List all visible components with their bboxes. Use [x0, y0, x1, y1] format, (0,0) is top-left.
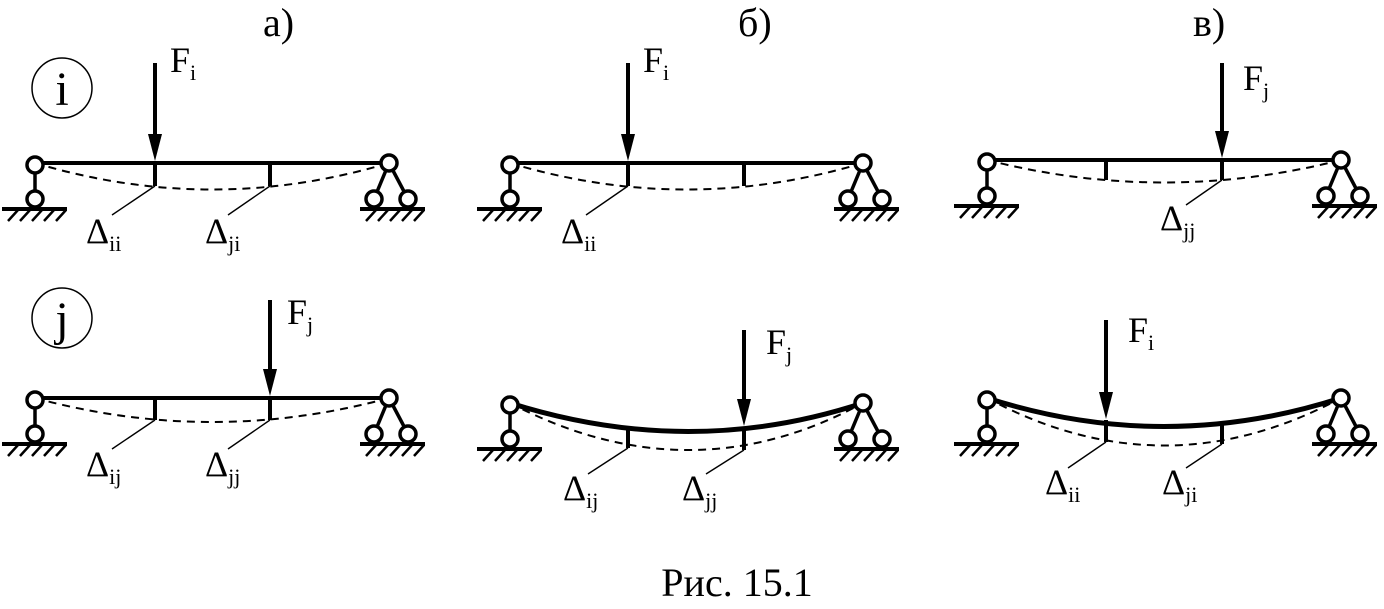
pin-support-left: [477, 395, 542, 462]
state-marker-i: i: [31, 57, 93, 119]
force-arrow: [1215, 63, 1229, 158]
column-label-b: б): [738, 0, 772, 45]
fixed-pin-support-right: [360, 153, 425, 222]
force-label: Fi: [1128, 310, 1154, 355]
deflection-label-1: Δjj: [1160, 198, 1195, 243]
deflection-label-1: Δij: [86, 444, 121, 489]
panel-b-j: Fj Δij Δjj: [477, 322, 899, 513]
column-label-a: а): [263, 0, 294, 45]
column-label-v: в): [1193, 0, 1225, 45]
force-arrow: [737, 330, 751, 426]
force-arrow: [621, 63, 635, 161]
state-marker-i-label: i: [55, 63, 68, 116]
force-label: Fj: [1243, 58, 1269, 103]
fixed-pin-support-right: [1312, 388, 1377, 457]
deflection-label-1: Δii: [561, 211, 596, 256]
state-marker-j-label: j: [53, 293, 68, 346]
pin-support-left: [954, 152, 1019, 219]
fixed-pin-support-right: [360, 388, 425, 457]
pin-support-left: [477, 155, 542, 222]
pin-support-left: [954, 390, 1019, 457]
deflection-label-1: Δij: [563, 468, 598, 513]
pin-support-left: [2, 155, 67, 222]
force-label: Fi: [170, 40, 196, 85]
fixed-pin-support-right: [834, 153, 899, 222]
deflection-curve: [34, 397, 390, 423]
deflection-label-2: Δji: [205, 211, 240, 256]
force-label: Fj: [287, 292, 313, 337]
panel-a-j: Fj Δij Δjj: [2, 292, 425, 489]
deflection-curve: [34, 162, 390, 191]
deflection-label-2: Δjj: [205, 444, 240, 489]
panel-b-i: Fi Δii: [477, 40, 899, 256]
deflection-curve: [509, 402, 864, 451]
deflection-label-2: Δji: [1162, 462, 1197, 507]
deflected-beam: [986, 395, 1342, 429]
panel-a-i: Fi Δii Δji: [2, 40, 425, 256]
figure-caption: Рис. 15.1: [661, 560, 812, 605]
force-label: Fj: [766, 322, 792, 367]
deflection-label-1: Δii: [86, 211, 121, 256]
panel-v-j: Fi Δii Δji: [954, 310, 1377, 507]
panel-v-i: Fj Δjj: [954, 58, 1377, 243]
deflection-curve: [986, 159, 1342, 184]
force-label: Fi: [643, 40, 669, 85]
force-arrow: [148, 63, 162, 161]
fixed-pin-support-right: [834, 393, 899, 462]
force-arrow: [1099, 320, 1113, 419]
force-arrow: [263, 300, 277, 396]
deflection-label-1: Δii: [1045, 462, 1080, 507]
deflection-curve: [986, 397, 1342, 447]
pin-support-left: [2, 390, 67, 457]
deflection-curve: [509, 162, 864, 191]
state-marker-j: j: [31, 287, 93, 349]
fixed-pin-support-right: [1312, 150, 1377, 219]
deflection-label-2: Δjj: [682, 468, 717, 513]
deflected-beam: [509, 400, 864, 434]
